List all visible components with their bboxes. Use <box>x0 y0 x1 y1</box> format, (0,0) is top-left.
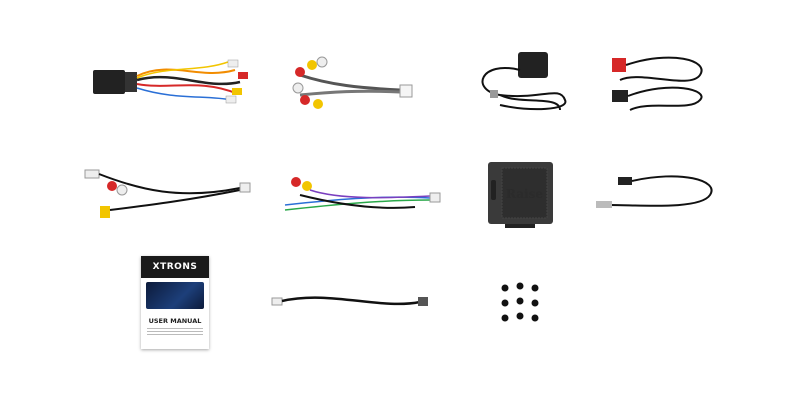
manual-body-text <box>147 328 203 336</box>
manual-cover-screen-image <box>146 282 204 309</box>
manual-title: USER MANUAL <box>148 317 202 325</box>
manual-brand: XTRONS <box>141 256 209 278</box>
main-wiring-harness <box>93 59 248 104</box>
rca-harness <box>292 56 413 109</box>
antenna-adapter-cable <box>596 175 713 208</box>
extension-cable <box>271 296 428 306</box>
raise-logo: Raise <box>506 187 543 201</box>
mounting-screws <box>501 282 539 322</box>
user-manual: XTRONS USER MANUAL <box>141 256 209 349</box>
gps-antenna <box>481 52 567 111</box>
canbus-decoder-box: Raise <box>488 162 553 228</box>
rca-extension-harness <box>84 169 251 218</box>
color-wire-harness <box>284 177 441 211</box>
usb-cables <box>612 56 703 111</box>
